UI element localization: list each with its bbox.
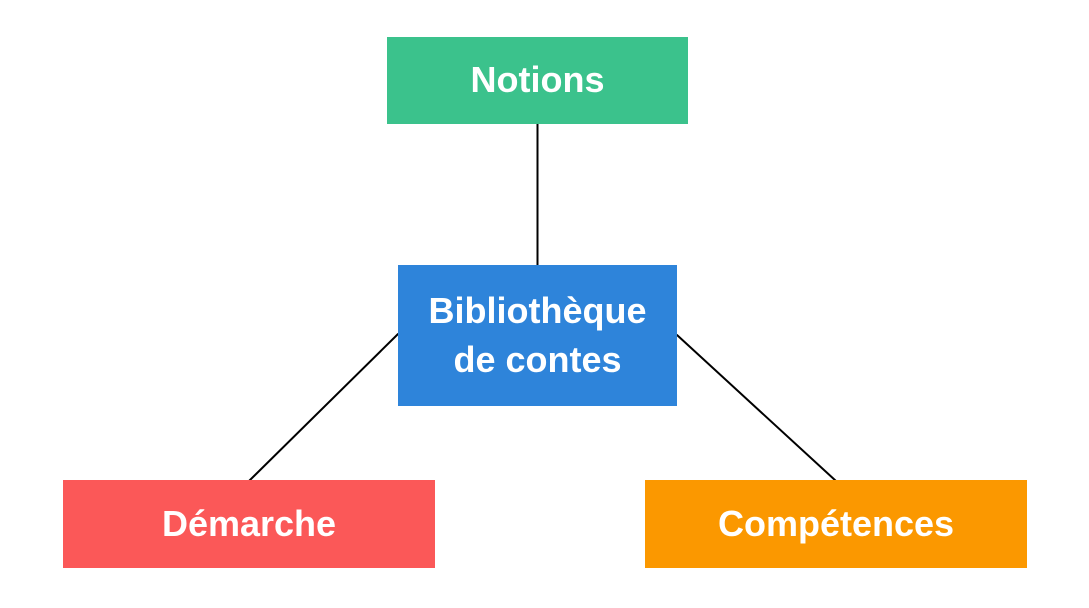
node-competences-label: Compétences bbox=[717, 502, 955, 544]
node-bibliotheque-de-contes: Bibliothèque de contes bbox=[398, 265, 677, 406]
node-bibliotheque-de-contes-label: Bibliothèque de contes bbox=[428, 289, 647, 380]
node-notions: Notions bbox=[387, 37, 688, 124]
node-notions-label: Notions bbox=[470, 59, 605, 101]
connector-bibliotheque-demarche bbox=[248, 333, 399, 482]
connector-bibliotheque-competences bbox=[676, 334, 837, 482]
node-competences: Compétences bbox=[645, 480, 1027, 568]
node-demarche-label: Démarche bbox=[161, 502, 337, 544]
node-demarche: Démarche bbox=[63, 480, 435, 568]
